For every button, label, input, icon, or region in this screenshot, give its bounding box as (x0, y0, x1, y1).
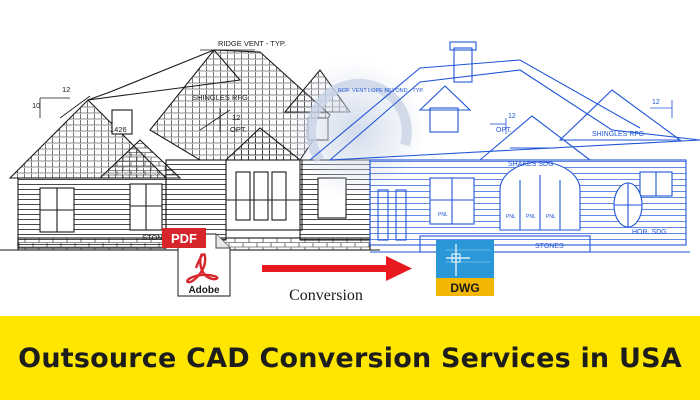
label-pnl-1: PNL (506, 214, 516, 220)
label-opt: OPT. (496, 127, 512, 134)
sketch-labels: RIDGE VENT - TYP. SHINGLES RFG 12 10 12 … (32, 39, 286, 242)
blueprint-house (309, 41, 700, 253)
pdf-file-icon: PDF Adobe (162, 228, 231, 297)
label-pnl-3: PNL (546, 214, 556, 220)
arrow-head-icon (386, 256, 412, 281)
label-roof-vent: ROF. VENT LOPE BEYOND - TYP. (338, 88, 424, 94)
acrobat-logo-icon (186, 253, 219, 284)
crosshair-icon (451, 253, 461, 263)
conversion-label: Conversion (289, 287, 363, 304)
label-stone-left: STON (142, 233, 163, 242)
label-shingles-right: SHINGLES RFG (592, 131, 644, 138)
label-pitch-12b: 12 (232, 113, 240, 122)
label-opt: OPT. (230, 125, 247, 134)
pdf-brand-label: Adobe (188, 285, 220, 296)
label-shakes: SHAKES SDG (508, 161, 554, 168)
label-pitch-12a: 12 (62, 85, 70, 94)
dwg-badge-label: DWG (450, 281, 479, 295)
label-pnl-2: PNL (526, 214, 536, 220)
label-hor-sdg: HOR. SDG (632, 229, 667, 236)
label-shingles-left: SHINGLES RFG (192, 93, 248, 102)
title-banner: Outsource CAD Conversion Services in USA (0, 316, 700, 400)
blueprint-labels: ROF. VENT LOPE BEYOND - TYP. 12 OPT. SHI… (338, 88, 667, 250)
pdf-badge-label: PDF (171, 231, 197, 246)
label-pnl-4: PNL (438, 212, 448, 218)
dwg-file-icon: DWG (436, 240, 494, 296)
label-stones: STONES (535, 243, 564, 250)
label-pitch-10: 10 (32, 101, 40, 110)
conversion-arrow: Conversion (262, 256, 412, 304)
label-ridge-vent: RIDGE VENT - TYP. (218, 39, 286, 48)
label-pitch-12a: 12 (508, 113, 516, 120)
label-pitch-12b: 12 (652, 99, 660, 106)
page-title: Outsource CAD Conversion Services in USA (18, 342, 682, 374)
house-illustration: RIDGE VENT - TYP. SHINGLES RFG 12 10 12 … (0, 39, 700, 304)
label-1426: 1426 (110, 125, 127, 134)
